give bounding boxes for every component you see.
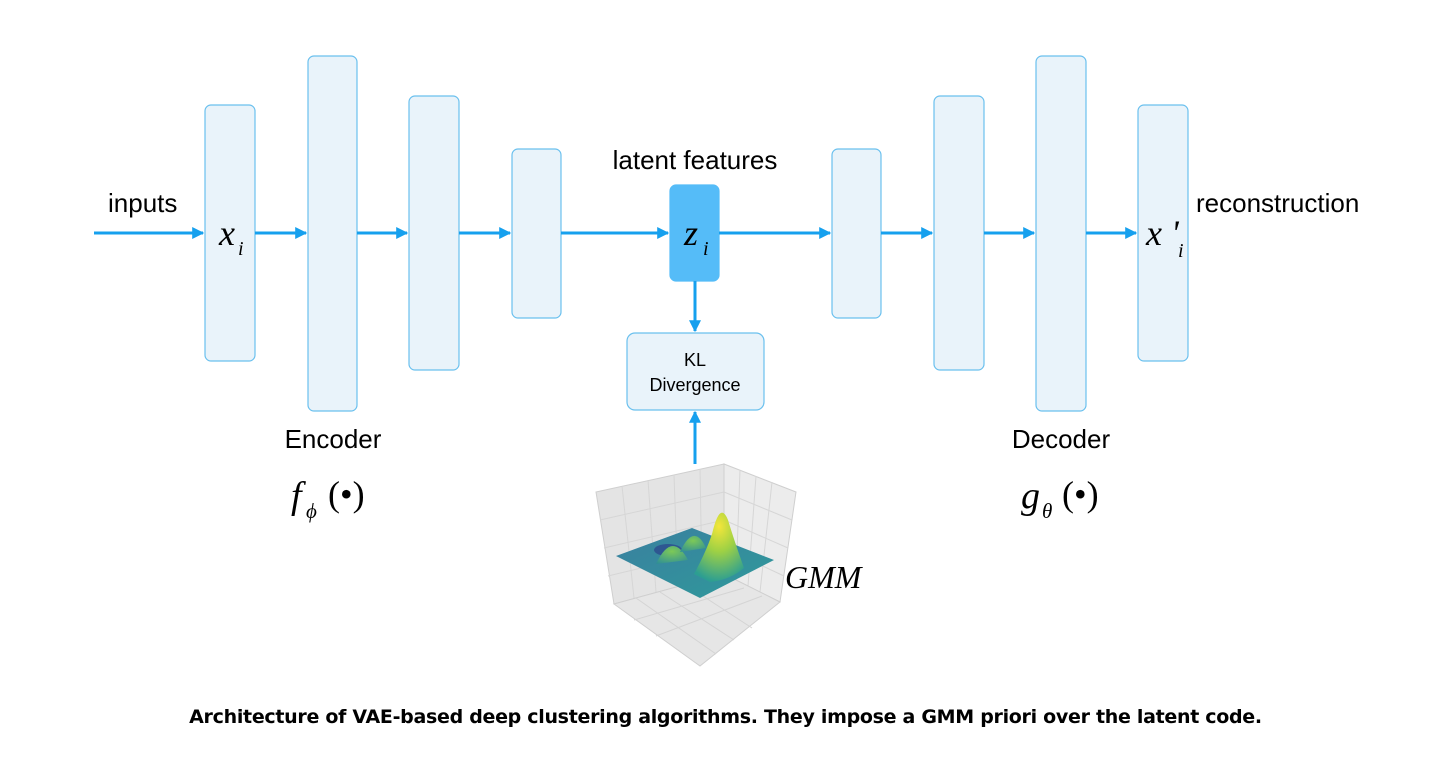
encoder-function-subscript: ϕ [306, 499, 317, 523]
decoder-function-symbol: g [1021, 475, 1040, 517]
decoder-function-argument: (•) [1062, 474, 1099, 514]
decoder-hidden-layer-2 [933, 95, 985, 371]
reconstruction-label: reconstruction [1196, 188, 1359, 218]
decoder-hidden-layer-1 [831, 148, 882, 319]
kl-label-line1: KL [684, 350, 706, 370]
decoder-output-layer [1137, 104, 1189, 362]
latent-symbol-subscript: i [703, 238, 709, 260]
decoder-function-subscript: θ [1042, 499, 1052, 523]
vae-architecture-diagram: inputs latent features reconstruction En… [94, 55, 1359, 667]
encoder-label: Encoder [285, 424, 382, 454]
inputs-label: inputs [108, 188, 177, 218]
latent-symbol: z [683, 213, 698, 253]
decoder-hidden-layer-3 [1035, 55, 1087, 412]
input-symbol: x [218, 213, 235, 253]
output-symbol: x ' [1145, 213, 1180, 253]
encoder-hidden-layer-3 [511, 148, 562, 319]
input-symbol-subscript: i [238, 238, 244, 260]
encoder-function-argument: (•) [328, 474, 365, 514]
decoder-label: Decoder [1012, 424, 1111, 454]
gmm-surface-plot [595, 463, 797, 667]
latent-features-label: latent features [613, 145, 778, 175]
kl-label-line2: Divergence [649, 375, 740, 395]
kl-divergence-box [626, 332, 765, 411]
encoder-hidden-layer-2 [408, 95, 460, 371]
figure-caption: Architecture of VAE-based deep clusterin… [189, 706, 1262, 728]
output-symbol-subscript: i [1178, 240, 1184, 262]
encoder-function-symbol: f [291, 475, 306, 517]
gmm-label: GMM [785, 559, 864, 595]
encoder-hidden-layer-1 [307, 55, 358, 412]
